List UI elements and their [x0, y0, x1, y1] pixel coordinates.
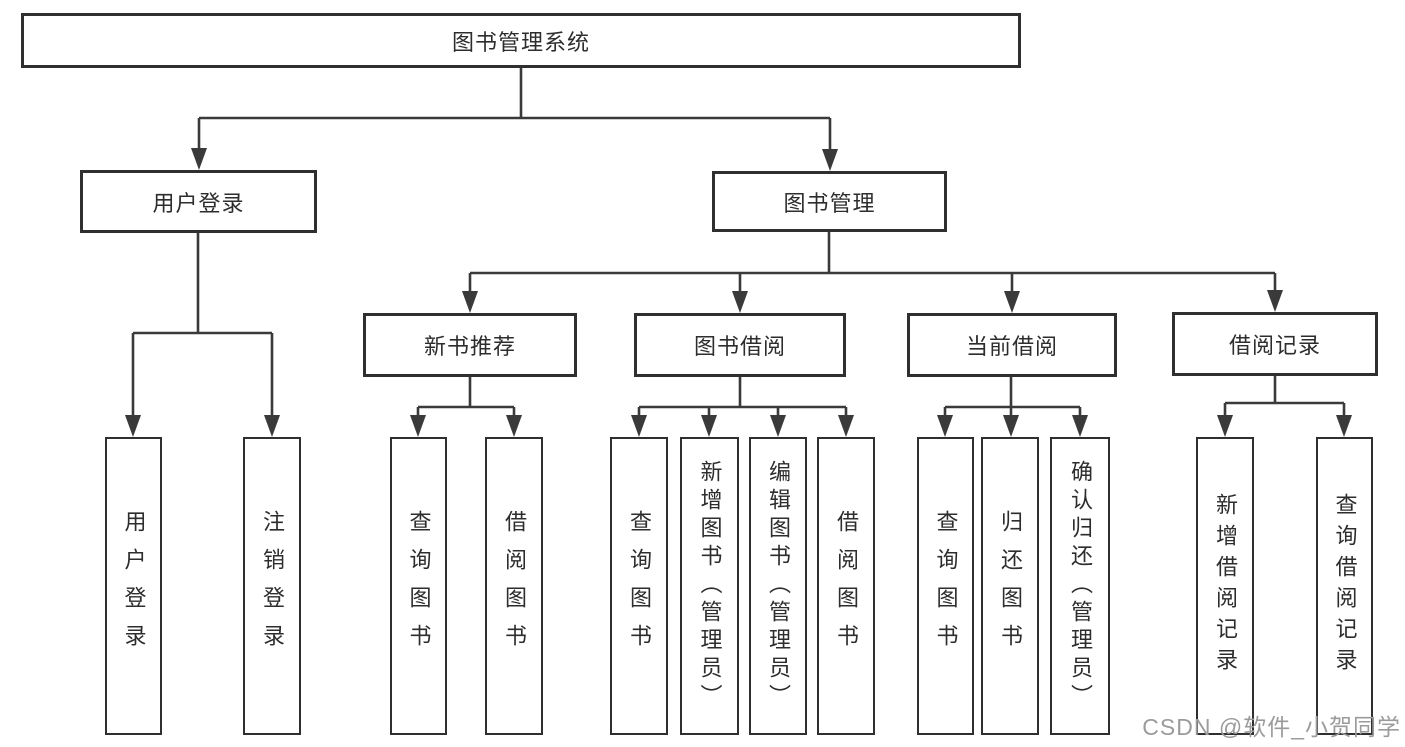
arrowhead-icon — [506, 415, 522, 437]
csdn-watermark: CSDN @软件_小贺同学 — [1142, 714, 1401, 740]
leaf-return-books-label: 归还图书 — [998, 510, 1023, 662]
arrowhead-icon — [732, 291, 748, 313]
connector-book-mgmt-children — [462, 232, 1283, 313]
node-current-borrow-label: 当前借阅 — [965, 334, 1058, 359]
node-system-root-label: 图书管理系统 — [451, 29, 590, 55]
arrowhead-icon — [1217, 415, 1233, 437]
arrowhead-icon — [937, 415, 953, 437]
leaf-borrow-books-2-label: 借阅图书 — [834, 510, 859, 662]
leaf-borrow-books-1-label: 借阅图书 — [502, 510, 527, 662]
leaf-logout: 注销登录 — [243, 437, 301, 735]
arrowhead-icon — [1004, 291, 1020, 313]
leaf-logout-label: 注销登录 — [260, 510, 285, 662]
leaf-user-login: 用户登录 — [105, 437, 162, 735]
node-new-books-label: 新书推荐 — [423, 334, 516, 359]
leaf-edit-books-admin-label: 编辑图书（管理员） — [766, 460, 791, 712]
leaf-query-borrow-record-label: 查询借阅记录 — [1332, 493, 1358, 679]
connector-book-borrow-children — [631, 377, 854, 437]
leaf-confirm-return-admin-label: 确认归还（管理员） — [1068, 460, 1093, 712]
connector-root-to-level2 — [191, 68, 838, 171]
arrowhead-icon — [410, 415, 426, 437]
leaf-add-books-admin: 新增图书（管理员） — [680, 437, 739, 735]
leaf-query-books-1-label: 查询图书 — [406, 510, 432, 662]
arrowhead-icon — [1003, 415, 1019, 437]
connector-borrow-records-children — [1217, 376, 1352, 437]
node-new-books: 新书推荐 — [363, 313, 577, 377]
arrowhead-icon — [1336, 415, 1352, 437]
arrowhead-icon — [1072, 415, 1088, 437]
arrowhead-icon — [264, 415, 280, 437]
connector-user-login-children — [125, 233, 280, 437]
leaf-confirm-return-admin: 确认归还（管理员） — [1050, 437, 1110, 735]
leaf-add-borrow-record-label: 新增借阅记录 — [1213, 493, 1238, 679]
node-user-login: 用户登录 — [80, 170, 317, 233]
leaf-query-books-1: 查询图书 — [390, 437, 447, 735]
leaf-user-login-label: 用户登录 — [121, 510, 147, 662]
node-book-mgmt-label: 图书管理 — [783, 190, 876, 216]
leaf-edit-books-admin: 编辑图书（管理员） — [749, 437, 807, 735]
leaf-borrow-books-2: 借阅图书 — [817, 437, 875, 735]
arrowhead-icon — [822, 149, 838, 171]
leaf-return-books: 归还图书 — [981, 437, 1039, 735]
connector-current-borrow-children — [937, 377, 1088, 437]
leaf-query-books-2: 查询图书 — [610, 437, 668, 735]
arrowhead-icon — [462, 291, 478, 313]
node-book-borrow-label: 图书借阅 — [693, 334, 786, 359]
arrowhead-icon — [770, 415, 786, 437]
leaf-add-borrow-record: 新增借阅记录 — [1196, 437, 1254, 735]
leaf-query-books-3: 查询图书 — [917, 437, 974, 735]
connector-new-books-children — [410, 377, 522, 437]
arrowhead-icon — [1267, 290, 1283, 312]
leaf-add-books-admin-label: 新增图书（管理员） — [697, 460, 723, 712]
node-book-mgmt: 图书管理 — [712, 171, 947, 232]
leaf-query-books-3-label: 查询图书 — [933, 510, 959, 662]
node-user-login-label: 用户登录 — [152, 190, 245, 216]
arrowhead-icon — [125, 415, 141, 437]
arrowhead-icon — [838, 415, 854, 437]
node-book-borrow: 图书借阅 — [634, 313, 846, 377]
node-system-root: 图书管理系统 — [21, 13, 1021, 68]
node-borrow-records-label: 借阅记录 — [1228, 333, 1321, 358]
node-borrow-records: 借阅记录 — [1172, 312, 1378, 376]
leaf-borrow-books-1: 借阅图书 — [485, 437, 543, 735]
leaf-query-books-2-label: 查询图书 — [627, 510, 652, 662]
node-current-borrow: 当前借阅 — [907, 313, 1117, 377]
leaf-query-borrow-record: 查询借阅记录 — [1316, 437, 1373, 735]
arrowhead-icon — [631, 415, 647, 437]
arrowhead-icon — [191, 148, 207, 170]
arrowhead-icon — [701, 415, 717, 437]
